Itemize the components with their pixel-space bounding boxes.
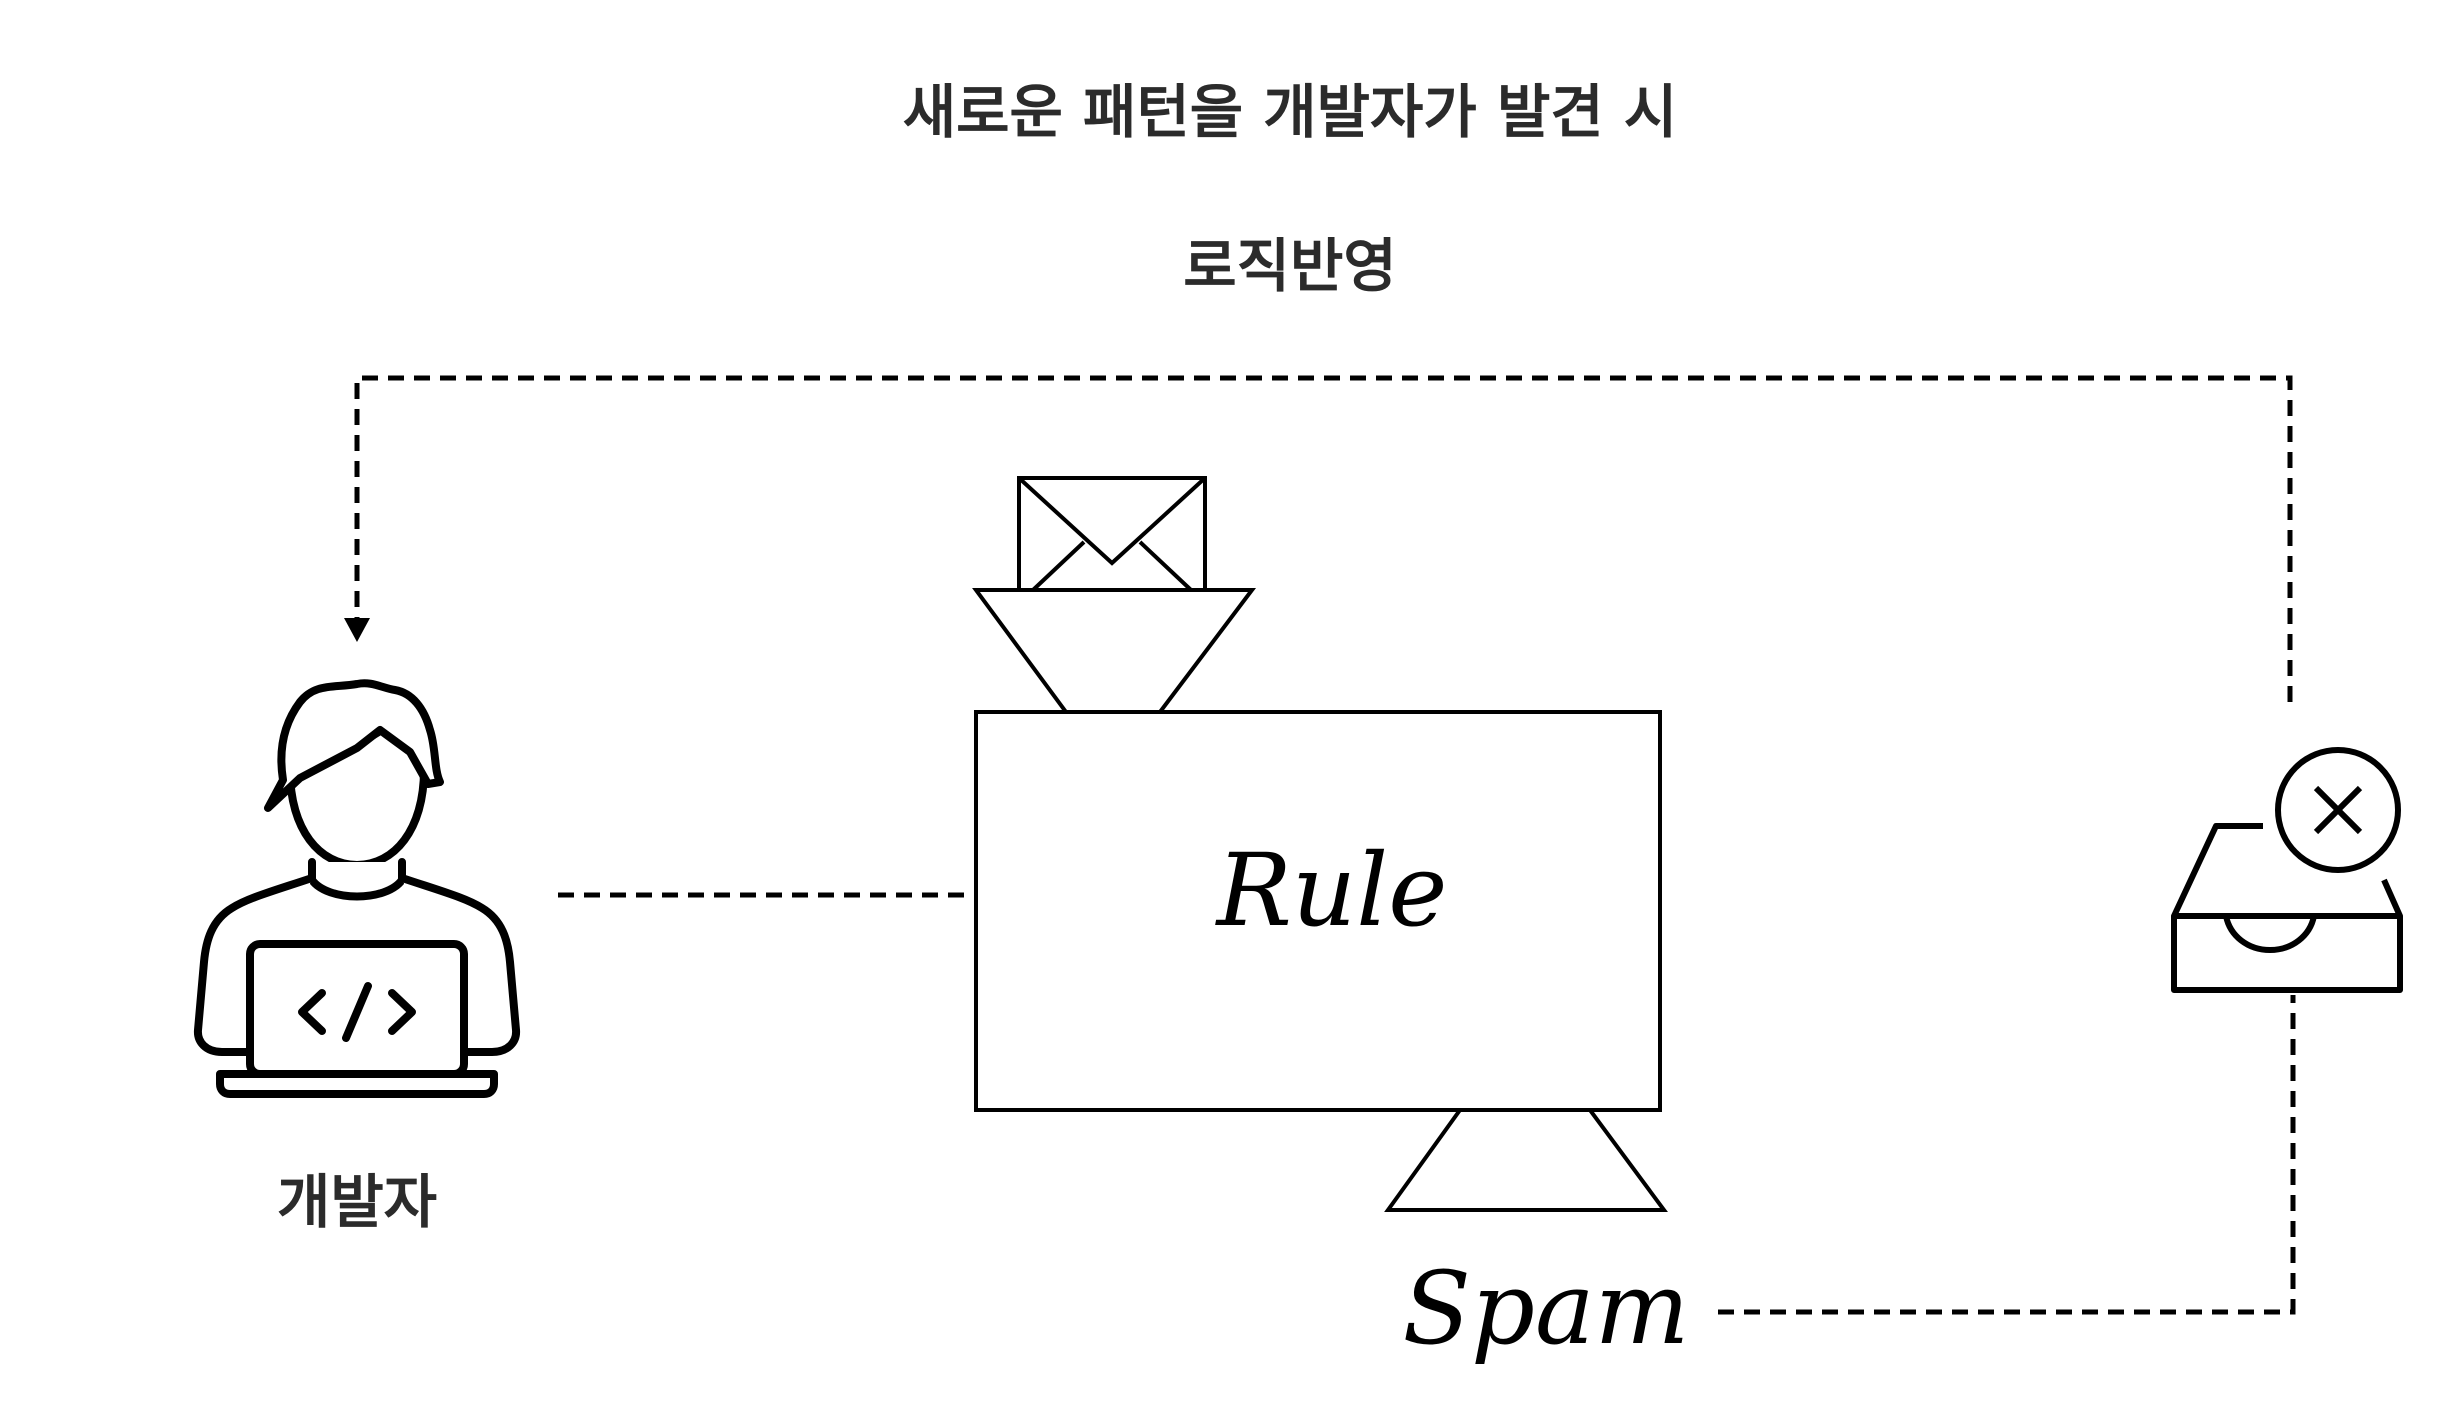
spam-label: Spam bbox=[1403, 1250, 1690, 1367]
annotation-line-2: 로직반영 bbox=[1183, 232, 1396, 300]
rule-box bbox=[974, 710, 1662, 1112]
feedback-loop-top-arrow bbox=[352, 375, 2293, 702]
envelope-icon bbox=[1017, 476, 1207, 592]
developer-laptop-icon bbox=[193, 679, 521, 1098]
input-funnel bbox=[972, 588, 1257, 714]
spam-to-tray-line bbox=[1718, 995, 2296, 1315]
rule-label: Rule bbox=[1215, 832, 1448, 949]
feedback-arrowhead bbox=[344, 618, 370, 642]
developer-label: 개발자 bbox=[277, 1168, 437, 1236]
output-funnel bbox=[1384, 1108, 1668, 1212]
inbox-reject-icon bbox=[2171, 747, 2403, 993]
annotation-line-1: 새로운 패턴을 개발자가 발견 시 bbox=[903, 78, 1677, 146]
